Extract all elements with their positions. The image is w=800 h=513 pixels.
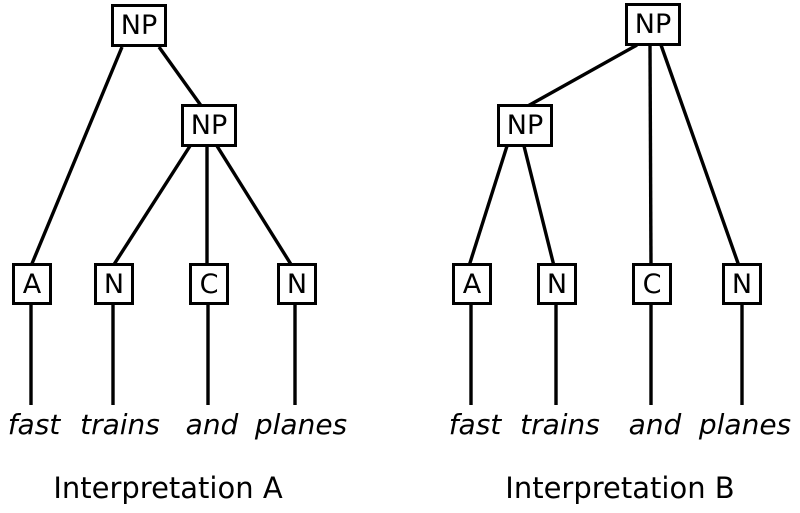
tree-a-word-and: and (185, 408, 239, 441)
tree-a-leaf-c-node: C (189, 263, 229, 305)
edge-a-innernp-to-n2 (215, 145, 294, 267)
tree-a-inner-np-node: NP (181, 104, 237, 147)
tree-a-leaf-n1-node: N (94, 263, 134, 305)
tree-a-caption: Interpretation A (53, 471, 283, 505)
tree-b-inner-np-node: NP (497, 104, 553, 147)
tree-a-leaf-a-node: A (12, 263, 52, 305)
edge-a-root-to-innernp (157, 46, 204, 108)
tree-b-word-and: and (628, 408, 682, 441)
tree-b-word-trains: trains (520, 408, 600, 441)
edge-b-root-to-innernp (525, 43, 638, 109)
edge-b-root-to-c (648, 44, 653, 267)
tree-a-word-planes: planes (254, 408, 348, 441)
tree-b-root-np-node: NP (625, 3, 681, 46)
tree-b-word-planes: planes (698, 408, 792, 441)
tree-b-leaf-a-node: A (452, 263, 492, 305)
tree-a-word-trains: trains (80, 408, 160, 441)
edge-b-innernp-to-a (467, 145, 509, 267)
tree-b-word-fast: fast (448, 408, 502, 441)
edge-a-root-to-a (29, 46, 124, 267)
edge-b-innernp-to-n1 (522, 145, 556, 267)
tree-a-leaf-n2-node: N (277, 263, 317, 305)
tree-a-root-np-node: NP (111, 4, 167, 47)
tree-b-leaf-n2-node: N (722, 263, 762, 305)
tree-b-leaf-c-node: C (632, 263, 672, 305)
tree-b-caption: Interpretation B (505, 471, 735, 505)
tree-a-word-fast: fast (7, 408, 61, 441)
edge-b-root-to-n2 (659, 44, 741, 267)
edge-a-innernp-to-n1 (111, 145, 192, 267)
tree-b-leaf-n1-node: N (537, 263, 577, 305)
